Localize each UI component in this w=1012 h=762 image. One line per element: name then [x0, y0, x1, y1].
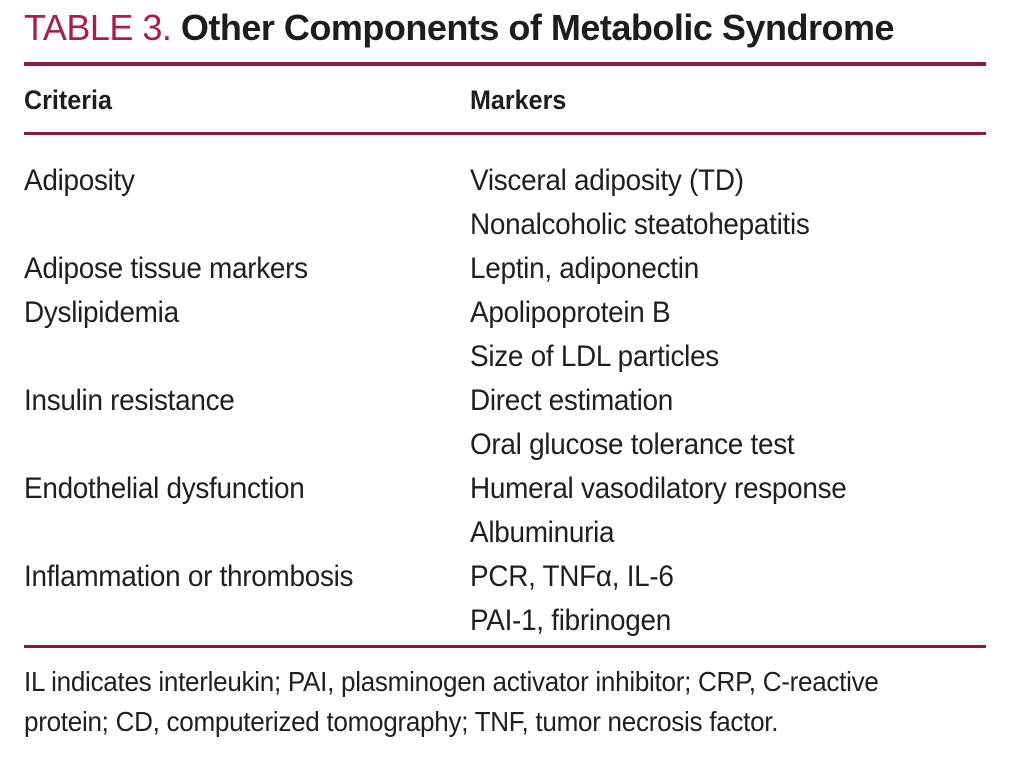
table-number-label: TABLE 3. [24, 7, 172, 48]
criteria-cell: Endothelial dysfunction [24, 472, 305, 505]
table-row: Insulin resistance Direct estimation Ora… [24, 379, 986, 467]
marker-line: Size of LDL particles [470, 340, 719, 373]
marker-line: Humeral vasodilatory response [470, 472, 847, 505]
markers-cell: Direct estimation Oral glucose tolerance… [470, 379, 986, 467]
column-header-criteria: Criteria [24, 85, 112, 115]
marker-line: Nonalcoholic steatohepatitis [470, 208, 810, 241]
markers-cell: PCR, TNFα, IL-6 PAI-1, fibrinogen [470, 555, 986, 643]
marker-line: Apolipoprotein B [470, 296, 671, 329]
criteria-cell: Adiposity [24, 164, 135, 197]
table-row: Dyslipidemia Apolipoprotein B Size of LD… [24, 291, 986, 379]
table-row: Inflammation or thrombosis PCR, TNFα, IL… [24, 555, 986, 643]
table-row: Adipose tissue markers Leptin, adiponect… [24, 247, 986, 291]
table-row: Endothelial dysfunction Humeral vasodila… [24, 467, 986, 555]
footnote-line: IL indicates interleukin; PAI, plasminog… [24, 666, 879, 697]
criteria-cell: Insulin resistance [24, 384, 235, 417]
marker-line: Oral glucose tolerance test [470, 428, 795, 461]
column-header-row: Criteria Markers [24, 66, 986, 114]
marker-line: PCR, TNFα, IL-6 [470, 560, 674, 593]
table-heading: TABLE 3. Other Components of Metabolic S… [24, 6, 986, 50]
criteria-cell: Inflammation or thrombosis [24, 560, 354, 593]
markers-cell: Visceral adiposity (TD) Nonalcoholic ste… [470, 159, 986, 247]
marker-line: Albuminuria [470, 516, 615, 549]
markers-cell: Apolipoprotein B Size of LDL particles [470, 291, 986, 379]
table-title: Other Components of Metabolic Syndrome [180, 7, 895, 48]
marker-line: Visceral adiposity (TD) [470, 164, 744, 197]
bottom-rule [24, 645, 986, 648]
marker-line: PAI-1, fibrinogen [470, 604, 672, 637]
marker-line: Direct estimation [470, 384, 674, 417]
top-rule [24, 62, 986, 66]
column-header-markers: Markers [470, 85, 567, 115]
criteria-cell: Adipose tissue markers [24, 252, 308, 285]
footnote-line: protein; CD, computerized tomography; TN… [24, 706, 779, 737]
table-row: Adiposity Visceral adiposity (TD) Nonalc… [24, 159, 986, 247]
markers-cell: Leptin, adiponectin [470, 247, 986, 291]
markers-cell: Humeral vasodilatory response Albuminuri… [470, 467, 986, 555]
table-footnote: IL indicates interleukin; PAI, plasminog… [24, 648, 986, 742]
table-body: Adiposity Visceral adiposity (TD) Nonalc… [24, 135, 986, 643]
criteria-cell: Dyslipidemia [24, 296, 179, 329]
marker-line: Leptin, adiponectin [470, 252, 699, 285]
header-rule [24, 132, 986, 135]
